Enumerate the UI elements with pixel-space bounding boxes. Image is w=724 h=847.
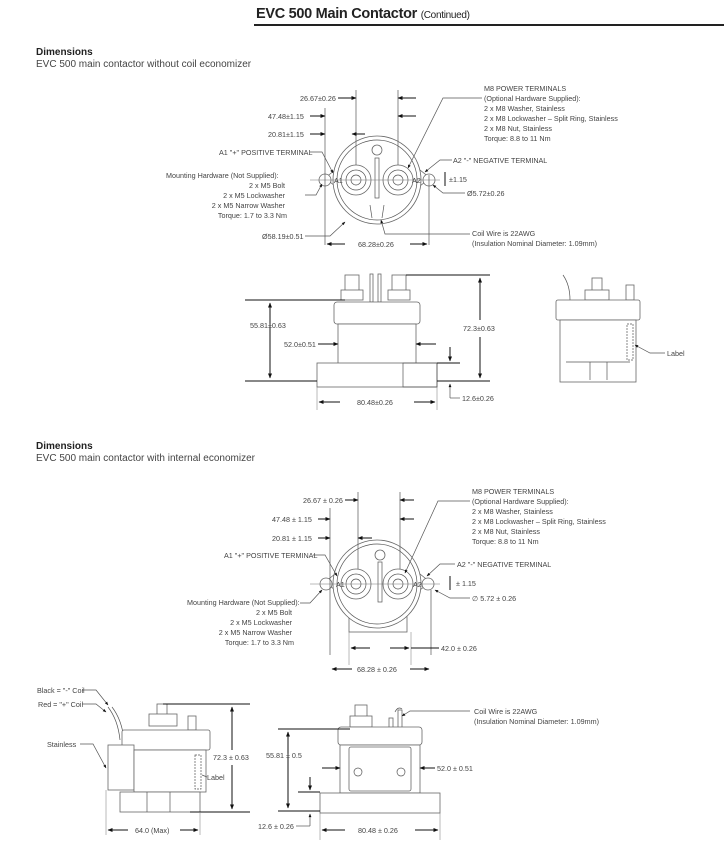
s2-a1-mark: A1 — [336, 580, 345, 589]
s2-a2-mark: A2 — [413, 580, 422, 589]
title-rule — [254, 24, 724, 26]
s1-mounting-hardware: Mounting Hardware (Not Supplied): 2 x M5… — [166, 171, 287, 220]
s1-dim-body-dia: Ø58.19±0.51 — [262, 232, 304, 241]
s1-a1-mark: A1 — [334, 176, 343, 185]
s1-a2-label: A2 "-" NEGATIVE TERMINAL — [453, 156, 547, 165]
s2-end-view: Black = "-" Coil Red = "+" Coil Stainles… — [37, 686, 250, 835]
s2-dim-hole: ∅ 5.72 ± 0.26 — [472, 594, 516, 603]
s2-mounting-hardware: Mounting Hardware (Not Supplied): 2 x M5… — [187, 598, 302, 647]
s2-black-coil: Black = "-" Coil — [37, 686, 85, 695]
s1-side-view: 55.81 ± 0.5 55.81±0.63 52.0±0.51 72.3±0.… — [245, 273, 495, 410]
s1-dim-mount-offset: 47.48±1.15 — [268, 112, 304, 121]
s1-coil-wire: Coil Wire is 22AWG (Insulation Nominal D… — [472, 229, 597, 248]
s1-a2-mark: A2 — [412, 176, 421, 185]
s1-dim-mount-span: 68.28±0.26 — [358, 240, 394, 249]
s1-end-view: Label — [555, 274, 685, 383]
s2-dim-mount-span: 68.28 ± 0.26 — [357, 665, 397, 674]
s2-dim-foot-span: 42.0 ± 0.26 — [441, 644, 477, 653]
s1-side-dim-base-width: 80.48±0.26 — [357, 398, 393, 407]
s2-end-dim-total-height: 72.3 ± 0.63 — [213, 753, 249, 762]
s2-stainless: Stainless — [47, 740, 77, 749]
s2-red-coil: Red = "+" Coil — [38, 700, 83, 709]
s1-dim-hole: Ø5.72±0.26 — [467, 189, 505, 198]
s1-power-terminals: M8 POWER TERMINALS (Optional Hardware Su… — [484, 84, 620, 143]
page-title: EVC 500 Main Contactor (Continued) — [256, 6, 470, 22]
s2-end-dim-depth: 64.0 (Max) — [135, 826, 169, 835]
s2-coil-wire: Coil Wire is 22AWG (Insulation Nominal D… — [474, 707, 599, 726]
s2-side-view: Coil Wire is 22AWG (Insulation Nominal D… — [258, 704, 599, 840]
s2-a1-label: A1 "+" POSITIVE TERMINAL — [224, 551, 317, 560]
section-2-heading: Dimensions — [36, 441, 93, 452]
s1-end-label: Label — [667, 349, 685, 358]
s1-dim-tol: ±1.15 — [449, 175, 467, 184]
s1-side-dim-base-height: 12.6±0.26 — [462, 394, 494, 403]
section-2-subheading: EVC 500 main contactor with internal eco… — [36, 453, 255, 464]
s1-dim-center-offset: 20.81±1.15 — [268, 130, 304, 139]
s1-side-dim-total-height: 72.3±0.63 — [463, 324, 495, 333]
s2-side-dim-height-base: 55.81 ± 0.5 — [266, 751, 302, 760]
s2-dim-tol: ± 1.15 — [456, 579, 476, 588]
s2-power-terminals: M8 POWER TERMINALS (Optional Hardware Su… — [472, 487, 608, 546]
s1-side-dim-height: 55.81±0.63 — [250, 321, 286, 330]
s2-end-label: Label — [207, 773, 225, 782]
section-1-heading: Dimensions — [36, 47, 93, 58]
s2-side-dim-base-width: 80.48 ± 0.26 — [358, 826, 398, 835]
s2-dim-terminal-spacing: 26.67 ± 0.26 — [303, 496, 343, 505]
title-text: EVC 500 Main Contactor — [256, 6, 417, 22]
s2-top-view: A1 A2 26.67 ± 0.26 47.48 ± 1.15 20.81 ± … — [187, 487, 608, 674]
s2-side-dim-body-width: 52.0 ± 0.51 — [437, 764, 473, 773]
s2-dim-mount-offset: 47.48 ± 1.15 — [272, 515, 312, 524]
s2-dim-center-offset: 20.81 ± 1.15 — [272, 534, 312, 543]
s2-a2-label: A2 "-" NEGATIVE TERMINAL — [457, 560, 551, 569]
section-1-subheading: EVC 500 main contactor without coil econ… — [36, 59, 252, 70]
s1-top-view: A1 A2 26.67±0.26 47.48±1.15 20.81±1.15 6… — [166, 84, 620, 249]
s1-dim-terminal-spacing: 26.67±0.26 — [300, 94, 336, 103]
s2-side-dim-base-height: 12.6 ± 0.26 — [258, 822, 294, 831]
s1-a1-label: A1 "+" POSITIVE TERMINAL — [219, 148, 312, 157]
s1-side-dim-body-width: 52.0±0.51 — [284, 340, 316, 349]
title-continued: (Continued) — [420, 10, 470, 21]
